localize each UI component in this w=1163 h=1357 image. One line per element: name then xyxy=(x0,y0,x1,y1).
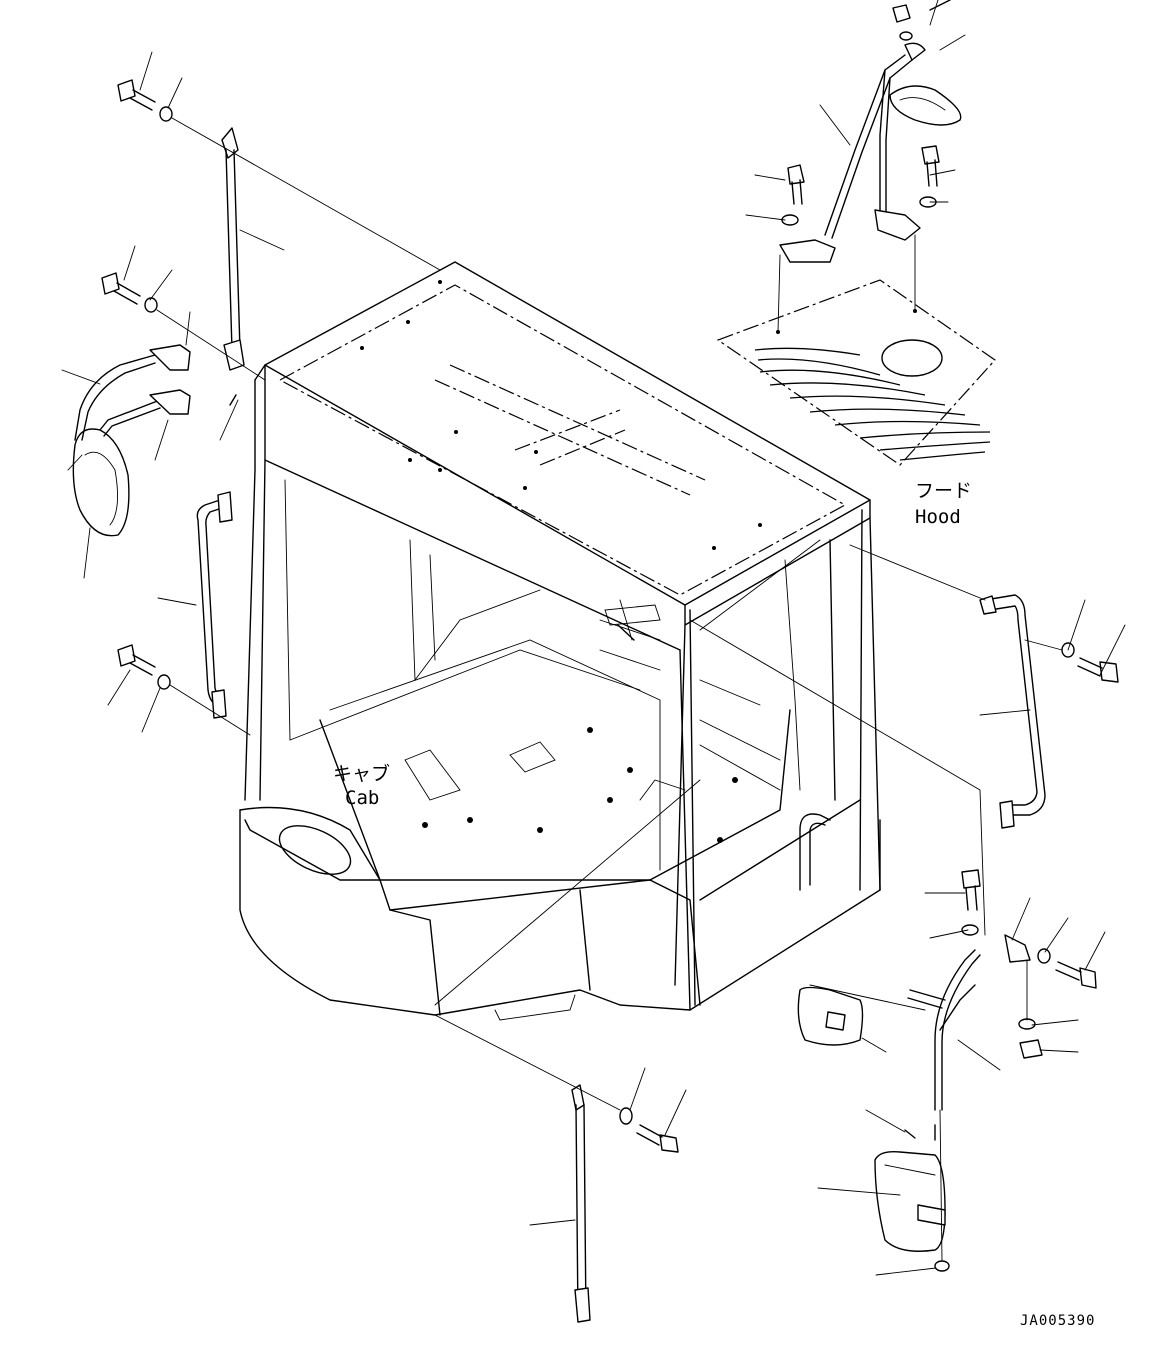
left-mirror-assembly xyxy=(67,344,191,537)
top-right-mirror-assembly xyxy=(779,0,962,263)
cab-roof xyxy=(254,261,871,651)
leader-lines xyxy=(61,0,1126,1276)
cab-label-jp: キャブ xyxy=(333,762,390,785)
cab-label-en: Cab xyxy=(345,787,379,809)
hood-grille xyxy=(716,279,996,466)
handrails xyxy=(196,127,1046,1323)
fasteners xyxy=(101,4,1119,1272)
hood-label-en: Hood xyxy=(915,506,961,528)
hood-label-jp: フード xyxy=(915,480,972,502)
right-lower-mirror-assembly xyxy=(797,934,1031,1252)
drawing-code: JA005390 xyxy=(1020,1313,1095,1329)
text-labels: キャブ Cab フード Hood JA005390 xyxy=(333,480,1095,1329)
cab-frame xyxy=(239,379,881,1021)
